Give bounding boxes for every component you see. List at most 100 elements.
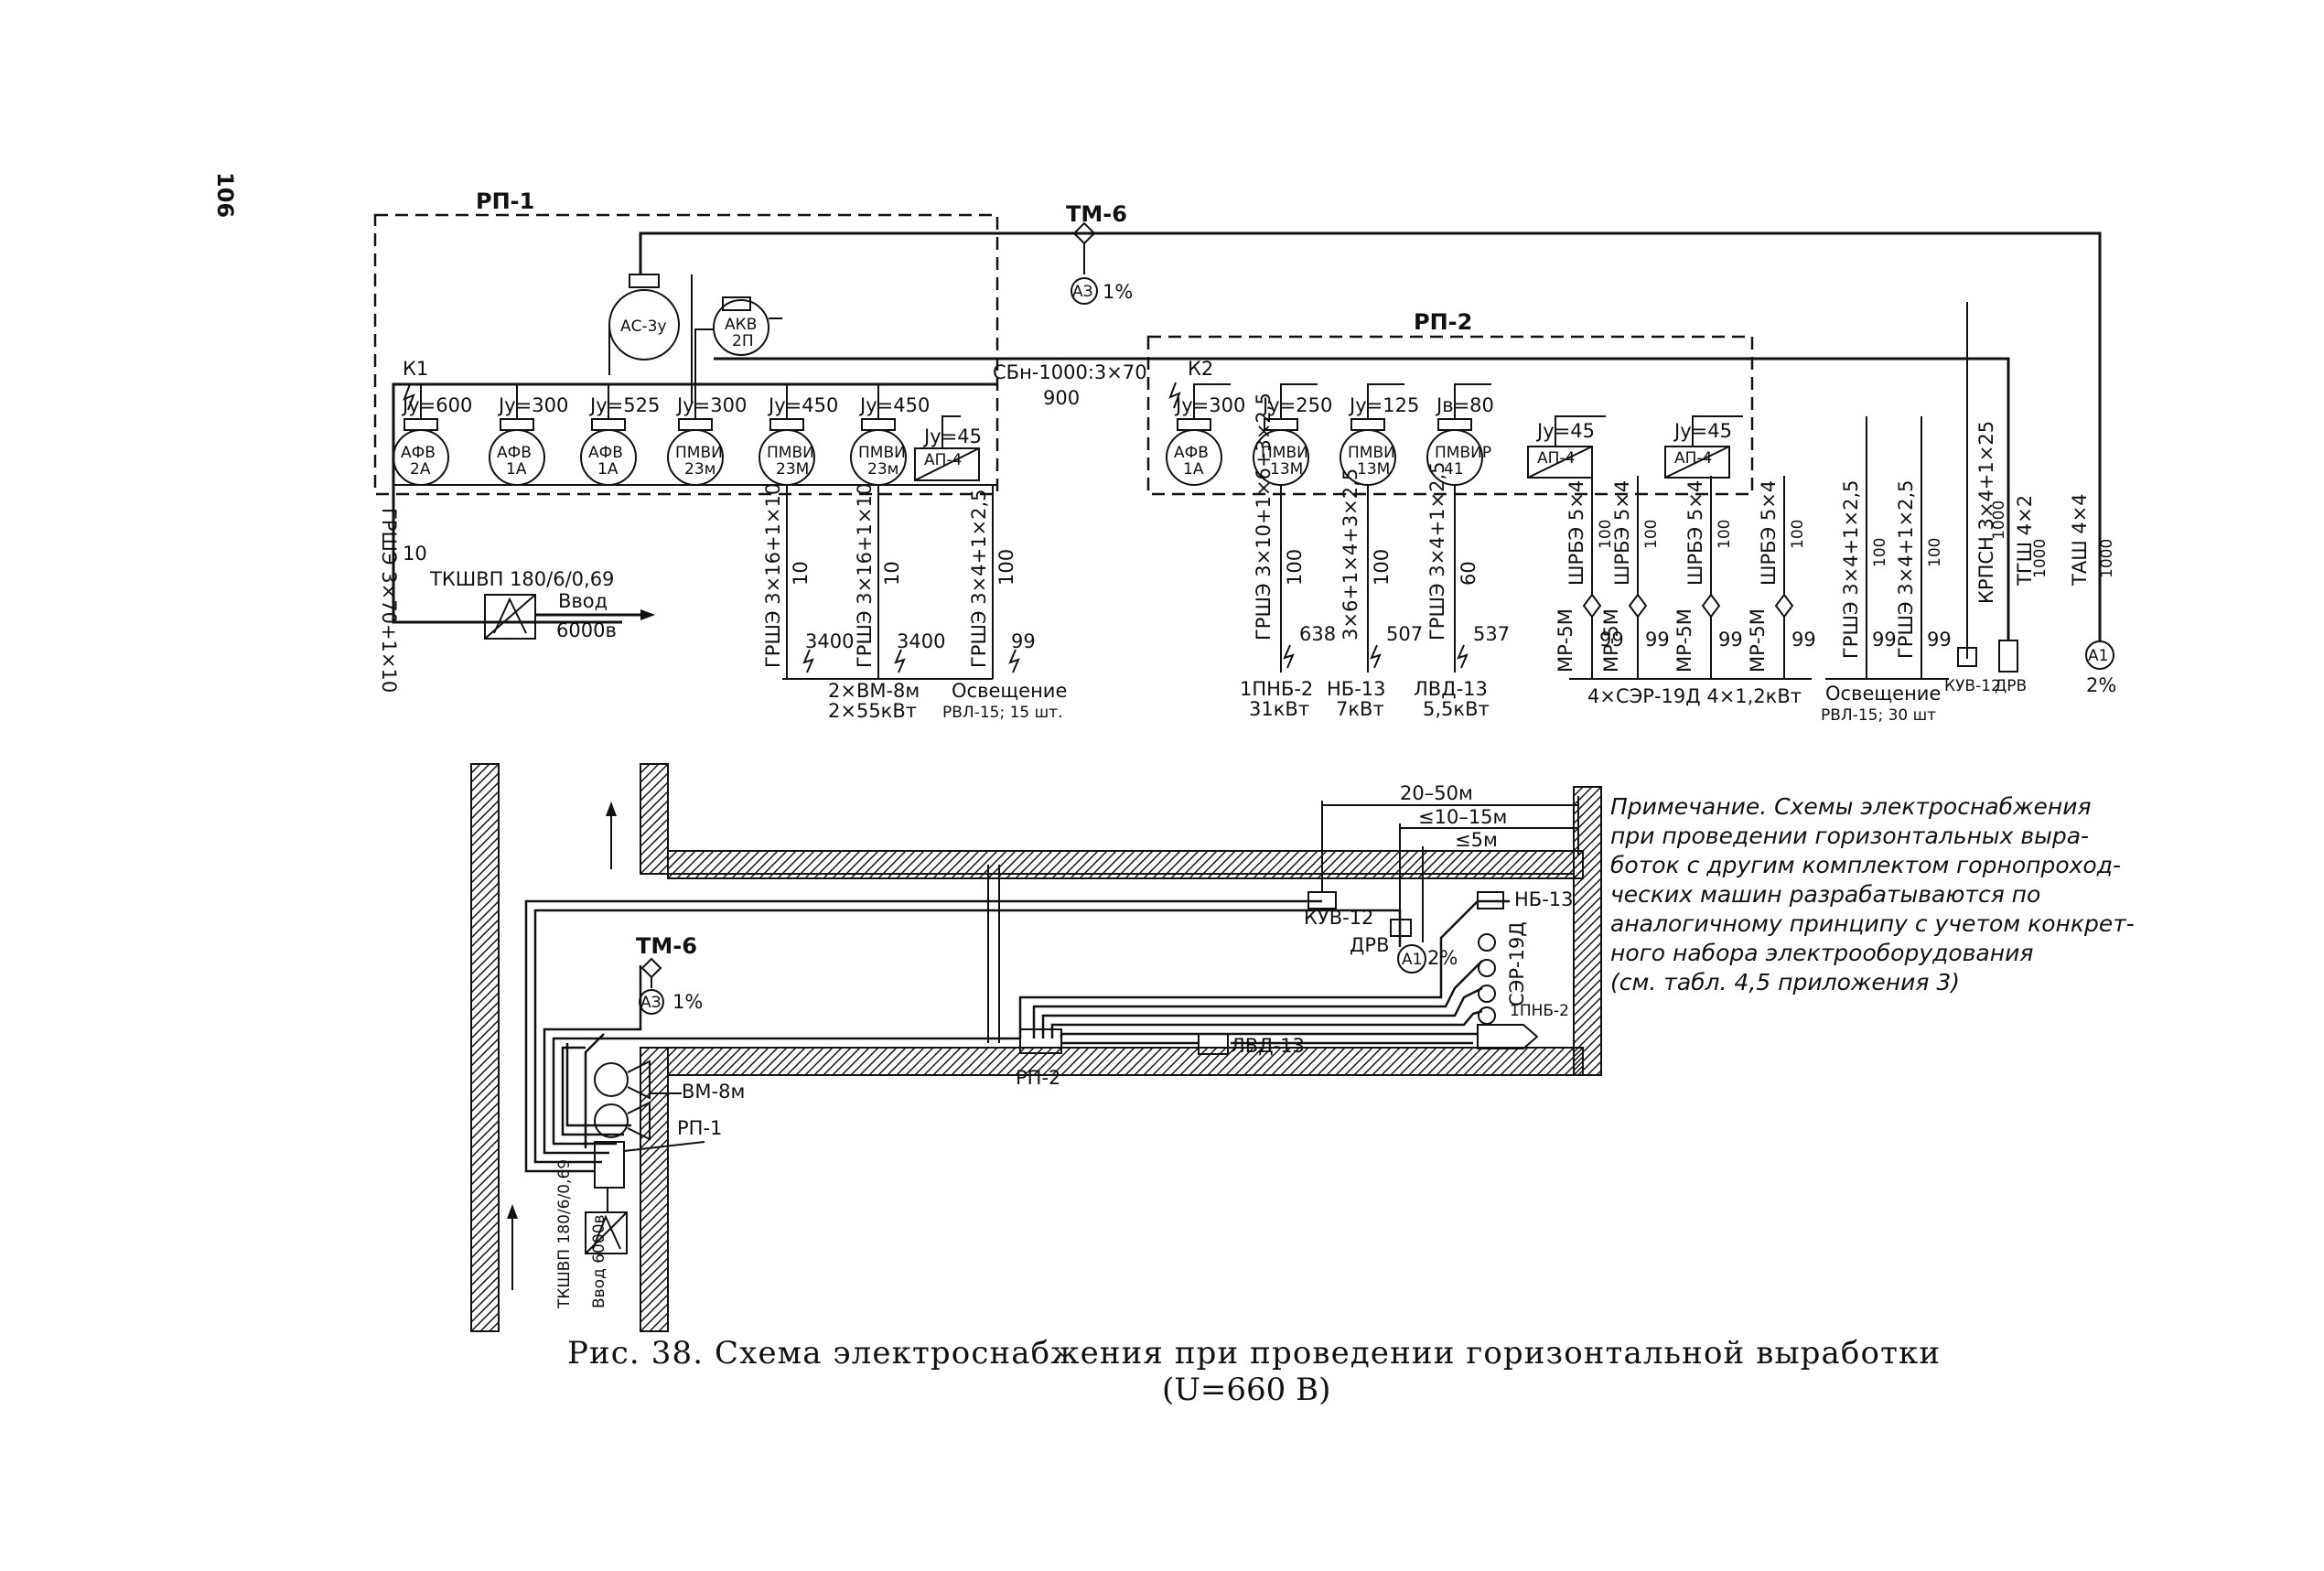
as3u-label: АС-3у (620, 317, 667, 336)
feed-len: 10 (403, 543, 427, 565)
k1-label: К1 (403, 358, 428, 380)
tash-len: 1000 (2098, 539, 2116, 578)
rp1-device-rating: Jу=450 (767, 394, 838, 416)
input-voltage: 6000в (556, 619, 617, 641)
rp2-device-rating: Jу=125 (1348, 394, 1419, 416)
tgsh-len: 1000 (2031, 539, 2050, 578)
lighting2-label: Освещение (1825, 683, 1941, 705)
rp1-device-rating: Jу=300 (675, 394, 747, 416)
lighting2-sub: РВЛ-15; 30 шт (1821, 706, 1936, 725)
drill-cable-type: ШРБЭ 5×4 (1684, 480, 1706, 586)
plan-rp2: РП-2 (1016, 1067, 1060, 1089)
akv-sub: 2П (732, 332, 754, 350)
input-label: Ввод (558, 590, 608, 612)
page-number: 106 (212, 172, 238, 218)
dim1: 20–50м (1400, 782, 1473, 804)
plan-rp2-box (1019, 1028, 1062, 1054)
plan-ser: СЭР-19Д (1506, 921, 1528, 1006)
note-line-7: (см. табл. 4,5 приложения 3) (1610, 969, 1960, 995)
plan-lvd-box (1198, 1033, 1229, 1055)
plan-kuv-box (1307, 891, 1337, 909)
plan-transformer-box (585, 1211, 628, 1254)
drill-cable-type: ШРБЭ 5×4 (1611, 480, 1633, 586)
note-line-1: Примечание. Схемы электроснабжения (1610, 793, 2092, 820)
k2-label: К2 (1188, 358, 1213, 380)
drill-cable-type: ШРБЭ 5×4 (1565, 480, 1587, 586)
drill-cable-len: 100 (1716, 520, 1734, 549)
rp2-light-len: 100 (1871, 538, 1889, 567)
plan-lvd: ЛВД-13 (1231, 1035, 1305, 1057)
rp1-cable-type: ГРШЭ 3×4+1×2,5 (968, 489, 990, 668)
rp1-device-name: АФВ (588, 444, 623, 462)
drill-cable-type: ШРБЭ 5×4 (1758, 480, 1780, 586)
rp1-cable-type: ГРШЭ 3×16+1×10 (854, 483, 876, 668)
drv-box (1998, 640, 2018, 673)
drill-plug: МР-5М (1555, 608, 1576, 673)
cable-bundle (524, 899, 1510, 1173)
rp2-device-sub: 13М (1357, 460, 1390, 479)
rp2-device-sub: 41 (1444, 460, 1464, 479)
rp1-device-sub: 23М (776, 460, 809, 479)
drill-dist: 99 (1718, 629, 1743, 651)
rp2-device-name: ПМВИ (1261, 444, 1308, 462)
feeder: ГРШЭ 3×70+1×10 10 ТКШВП 180/6/0,69 Ввод … (378, 485, 655, 693)
rp2-cable-type: ГРШЭ 3×4+1×2,5 (1426, 461, 1448, 640)
wall-segment (667, 1047, 1584, 1076)
rp2-device-name: АФВ (1174, 444, 1209, 462)
rp2-ap4-name: АП-4 (1537, 449, 1575, 468)
transformer-box (484, 594, 536, 640)
plan-drv: ДРВ (1350, 934, 1389, 956)
plan-a1-pct: 2% (1427, 947, 1458, 969)
wall-segment (640, 1047, 669, 1332)
az-pct: 1% (1103, 281, 1133, 303)
drill-cable-len: 100 (1789, 520, 1807, 549)
rp1-device-name: АФВ (497, 444, 532, 462)
trunk-cable: СБн-1000:3×70 (993, 361, 1147, 383)
a1-pct: 2% (2086, 674, 2116, 696)
plan-pnb-icon (1477, 1024, 1539, 1049)
lighting1-label: Освещение (952, 680, 1067, 702)
rp1-ap4-name: АП-4 (924, 451, 962, 469)
caption-line-2: (U=660 В) (1162, 1372, 1330, 1408)
drill-plug: МР-5М (1673, 608, 1695, 673)
plan-tm6: ТМ-6 (636, 933, 697, 959)
tm6-label: ТМ-6 (1066, 201, 1127, 227)
plan-input: Ввод 6000в (590, 1214, 608, 1308)
kupsn-label: КРПСН 3×4+1×25 (1975, 421, 1997, 604)
note-line-6: ного набора электрооборудования (1610, 940, 2033, 966)
rp1-device-sub: 23м (867, 460, 898, 479)
tgsh-label: ТГШ 4×2 (2014, 495, 2036, 586)
rp2-cable-len: 60 (1458, 561, 1479, 586)
plan-az-pct: 1% (672, 991, 703, 1013)
plan-nb13-box (1477, 891, 1504, 909)
rp2-label: РП-2 (1414, 309, 1472, 335)
rp2-cable-dist: 638 (1299, 623, 1336, 645)
plan-fans: ВМ-8м (594, 1060, 745, 1141)
schematic: РП-1 РП-2 ТМ-6 АЗ 1% АС-3у АКВ 2П (373, 188, 2116, 725)
rp2-device-rating: Jу=250 (1261, 394, 1332, 416)
kuv-label: КУВ-12 (1944, 677, 2001, 695)
wall-segment (470, 763, 500, 1332)
rp2-consumer: ЛВД-13 (1414, 678, 1488, 700)
drill-plug: МР-5М (1747, 608, 1769, 673)
rp2-power: 7кВт (1336, 698, 1384, 720)
rp1-device-rating: Jу=600 (401, 394, 472, 416)
lighting1-sub: РВЛ-15; 15 шт. (942, 704, 1063, 722)
plan-drills: СЭР-19Д (1478, 921, 1528, 1025)
plan-a1-circle (1397, 944, 1426, 974)
rp2-light-dist: 99 (1927, 629, 1952, 651)
rp1-cable-dist: 3400 (897, 630, 945, 652)
rp1-cable-len: 100 (995, 549, 1017, 586)
rp1-device-sub: 2А (410, 460, 431, 479)
